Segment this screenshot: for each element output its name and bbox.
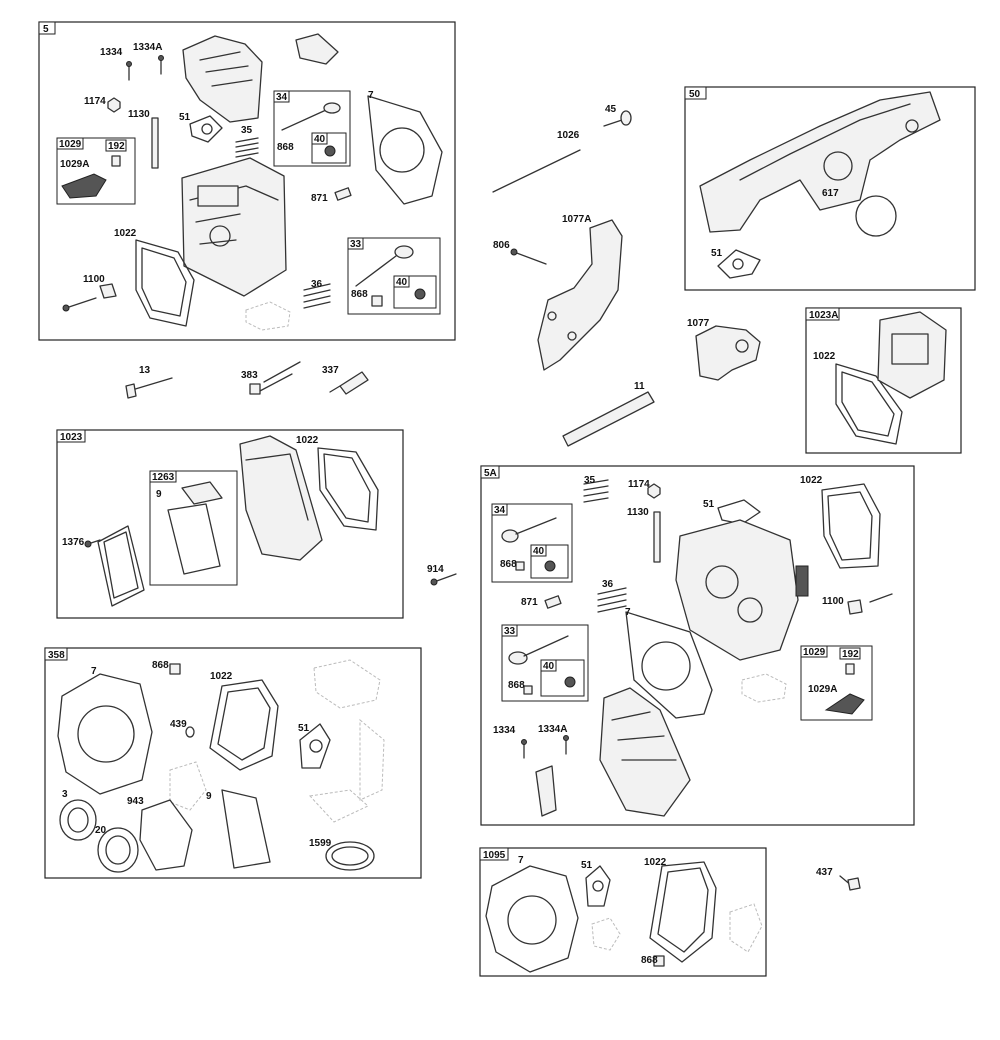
part-label-7: 7: [518, 855, 524, 866]
part-label-1022: 1022: [800, 475, 823, 486]
part-label-36: 36: [602, 579, 614, 590]
part-label-868: 868: [152, 660, 169, 671]
box-tag-5A: 5A: [484, 468, 497, 479]
part-label-35: 35: [584, 475, 596, 486]
part-label-9: 9: [206, 791, 212, 802]
part-label-871: 871: [311, 193, 328, 204]
part-label-1334: 1334: [100, 47, 123, 58]
group-358: 358 7 868 1022 439 51: [44, 647, 422, 879]
box-tag-1263: 1263: [152, 472, 175, 483]
part-label-51: 51: [703, 499, 715, 510]
loose-parts-center: 45 1026 1077A 806 1077 11: [492, 104, 761, 447]
part-label-617: 617: [822, 188, 839, 199]
box-tag-1023A: 1023A: [809, 310, 838, 321]
box-tag-358: 358: [48, 650, 65, 661]
loose-parts-top: 13 383 337: [125, 361, 369, 399]
group-1095: 1095 7 51 1022 868: [479, 847, 767, 977]
part-label-1334A: 1334A: [538, 724, 567, 735]
part-label-439: 439: [170, 719, 187, 730]
part-label-868: 868: [641, 955, 658, 966]
part-label-51: 51: [581, 860, 593, 871]
part-label-1334A: 1334A: [133, 42, 162, 53]
part-label-1174: 1174: [84, 96, 106, 107]
group-1023: 1023 1263 1022 9 1376: [56, 429, 404, 619]
part-label-45: 45: [605, 104, 617, 115]
box-tag-40-b: 40: [396, 277, 408, 288]
part-label-871: 871: [521, 597, 538, 608]
loose-part-914: 914: [427, 564, 457, 586]
part-label-868: 868: [277, 142, 294, 153]
part-label-9: 9: [156, 489, 162, 500]
group-1023A: 1023A 1022: [805, 307, 962, 454]
box-tag-40-a: 40: [314, 134, 326, 145]
part-label-1100: 1100: [83, 274, 105, 285]
part-label-337: 337: [322, 365, 339, 376]
box-tag-192-a: 192: [108, 141, 125, 152]
box-tag-1029-a: 1029: [59, 139, 82, 150]
part-label-1599: 1599: [309, 838, 332, 849]
part-label-868: 868: [351, 289, 368, 300]
part-label-1022: 1022: [114, 228, 137, 239]
box-tag-40-c: 40: [533, 546, 545, 557]
part-label-51: 51: [711, 248, 723, 259]
part-label-1376: 1376: [62, 537, 85, 548]
box-tag-33-b: 33: [504, 626, 516, 637]
part-label-3: 3: [62, 789, 68, 800]
part-label-7: 7: [368, 90, 374, 101]
part-label-1130: 1130: [627, 507, 649, 518]
part-label-1029A: 1029A: [808, 684, 837, 695]
part-label-1029A: 1029A: [60, 159, 89, 170]
part-label-1100: 1100: [822, 596, 844, 607]
part-label-35: 35: [241, 125, 253, 136]
box-tag-34-a: 34: [276, 92, 288, 103]
box-tag-1095: 1095: [483, 850, 506, 861]
part-label-437: 437: [816, 867, 833, 878]
part-label-1174: 1174: [628, 479, 650, 490]
part-label-1130: 1130: [128, 109, 150, 120]
part-label-943: 943: [127, 796, 144, 807]
part-label-7: 7: [91, 666, 97, 677]
part-label-11: 11: [634, 381, 645, 392]
part-label-806: 806: [493, 240, 510, 251]
part-label-1077: 1077: [687, 318, 710, 329]
part-label-20: 20: [95, 825, 107, 836]
part-label-51: 51: [179, 112, 191, 123]
group-50: 50 617 51: [684, 86, 976, 291]
part-label-914: 914: [427, 564, 444, 575]
part-label-1334: 1334: [493, 725, 516, 736]
loose-part-437: 437: [816, 867, 861, 891]
box-tag-34-b: 34: [494, 505, 506, 516]
part-label-1022: 1022: [296, 435, 319, 446]
part-label-868: 868: [500, 559, 517, 570]
box-tag-192-b: 192: [842, 649, 859, 660]
part-label-1022: 1022: [644, 857, 667, 868]
part-label-51: 51: [298, 723, 310, 734]
part-label-7: 7: [625, 607, 631, 618]
box-tag-1023: 1023: [60, 432, 83, 443]
group-5: 5: [38, 21, 456, 341]
part-label-1026: 1026: [557, 130, 580, 141]
part-label-13: 13: [139, 365, 151, 376]
part-label-868: 868: [508, 680, 525, 691]
part-label-383: 383: [241, 370, 258, 381]
box-tag-1029-b: 1029: [803, 647, 826, 658]
group-5A: 5A 34: [480, 465, 915, 826]
box-tag-5: 5: [43, 24, 49, 35]
part-label-36: 36: [311, 279, 323, 290]
box-tag-40-d: 40: [543, 661, 555, 672]
part-label-1022: 1022: [210, 671, 233, 682]
box-tag-33-a: 33: [350, 239, 362, 250]
part-label-1022: 1022: [813, 351, 836, 362]
box-tag-50: 50: [689, 89, 701, 100]
part-label-1077A: 1077A: [562, 214, 591, 225]
